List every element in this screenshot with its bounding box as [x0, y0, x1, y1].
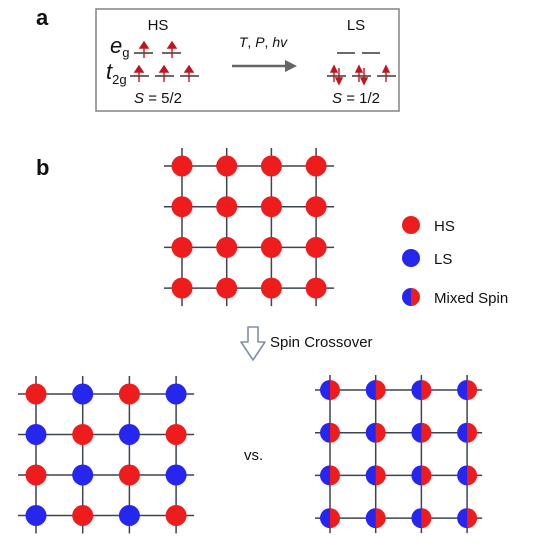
site-high-spin: [118, 383, 140, 405]
site-mixed-spin: [365, 465, 386, 486]
site-high-spin: [216, 196, 238, 218]
site-low-spin: [72, 464, 94, 486]
site-low-spin: [118, 505, 140, 526]
site-mixed-spin: [411, 465, 432, 486]
site-mixed-spin: [411, 508, 432, 529]
t2g-label: t2g: [106, 59, 127, 87]
legend: HS LS Mixed Spin: [402, 216, 508, 307]
lattice-grid-checkerboard: [18, 376, 195, 534]
site-high-spin: [171, 196, 193, 218]
hs-title: HS: [148, 17, 169, 34]
site-mixed-spin: [365, 508, 386, 529]
site-mixed-spin: [320, 380, 340, 400]
site-mixed-spin: [411, 422, 432, 443]
site-high-spin: [171, 155, 193, 177]
site-mixed-spin: [365, 422, 386, 443]
site-mixed-spin: [457, 380, 478, 400]
site-high-spin: [25, 464, 47, 486]
legend-ls: LS: [402, 249, 452, 268]
panel-a-box: [95, 8, 400, 112]
panel-a-letter: a: [36, 5, 49, 30]
ls-title: LS: [347, 17, 365, 34]
site-high-spin: [260, 155, 282, 177]
site-low-spin: [25, 505, 47, 526]
hs-electron-arrows: [133, 40, 195, 82]
site-high-spin: [260, 277, 282, 299]
site-high-spin: [165, 505, 187, 526]
hs-spin-value: S = 5/2: [134, 90, 182, 107]
site-mixed-spin: [411, 380, 432, 400]
legend-hs: HS: [402, 216, 455, 235]
site-high-spin: [305, 155, 327, 177]
site-mixed-spin: [320, 508, 340, 529]
site-high-spin: [25, 383, 47, 405]
lattice-grid-mixed: [315, 375, 483, 534]
site-mixed-spin: [457, 465, 478, 486]
vs-label: vs.: [244, 447, 263, 464]
eg-label: eg: [110, 33, 129, 60]
site-low-spin: [25, 424, 47, 445]
site-high-spin: [72, 424, 94, 445]
legend-hs-label: HS: [434, 218, 455, 235]
lattice-grid-hs: [164, 148, 335, 307]
crossover-label: Spin Crossover: [270, 334, 373, 351]
panel-b-letter: b: [36, 155, 49, 180]
legend-hs-marker: [402, 216, 420, 234]
site-high-spin: [72, 505, 94, 526]
site-mixed-spin: [457, 508, 478, 529]
site-high-spin: [305, 236, 327, 258]
legend-ls-marker: [402, 249, 420, 267]
site-mixed-spin: [320, 422, 340, 443]
legend-mixed-marker: [402, 288, 420, 306]
site-high-spin: [305, 196, 327, 218]
ls-orbital-levels: [327, 52, 396, 86]
site-high-spin: [216, 155, 238, 177]
site-high-spin: [305, 277, 327, 299]
site-low-spin: [72, 383, 94, 405]
site-low-spin: [165, 383, 187, 405]
ls-electron-arrows: [329, 64, 391, 86]
crossover-arrow-icon: [240, 326, 266, 361]
site-high-spin: [171, 277, 193, 299]
legend-mixed-label: Mixed Spin: [434, 290, 508, 307]
hs-orbital-levels: [130, 40, 199, 82]
ls-spin-value: S = 1/2: [332, 90, 380, 107]
legend-ls-label: LS: [434, 251, 452, 268]
site-mixed-spin: [365, 380, 386, 400]
site-high-spin: [216, 277, 238, 299]
site-low-spin: [165, 464, 187, 486]
transition-arrow: [232, 60, 297, 72]
site-mixed-spin: [320, 465, 340, 486]
conditions-label: T, P, hv: [239, 34, 288, 50]
site-high-spin: [118, 464, 140, 486]
site-high-spin: [171, 236, 193, 258]
site-high-spin: [216, 236, 238, 258]
site-high-spin: [260, 196, 282, 218]
legend-mixed: Mixed Spin: [402, 288, 508, 307]
site-high-spin: [165, 424, 187, 445]
site-mixed-spin: [457, 422, 478, 443]
site-low-spin: [118, 424, 140, 445]
site-high-spin: [260, 236, 282, 258]
